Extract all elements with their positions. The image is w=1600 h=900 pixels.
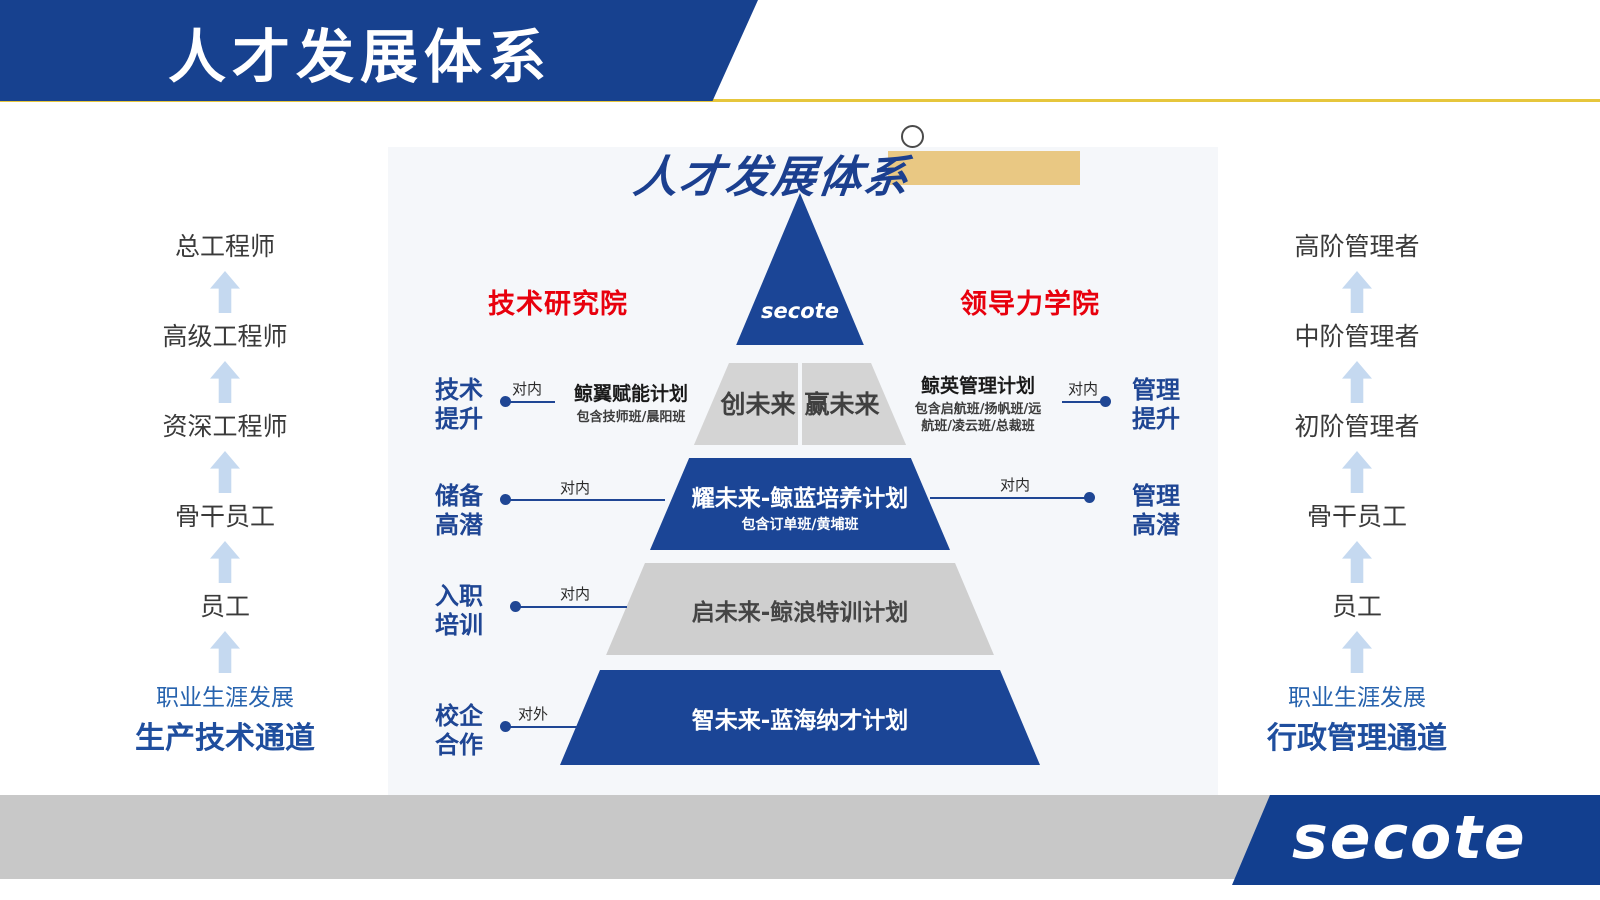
annotation-label-onboarding: 入职 培训 [435,582,483,639]
ladder-step: 骨干员工 [1306,502,1407,531]
pyramid-tier-5 [560,670,1040,765]
ladder-step: 高级工程师 [162,322,288,351]
tier-2-left-label: 创未来 [720,390,796,419]
connector-line [930,497,1088,499]
direction-label: 对内 [1068,380,1099,398]
program-title: 鲸英管理计划 [920,375,1035,397]
pyramid-tier-4 [606,563,994,655]
diagram-title: 人才发展体系 [630,152,914,203]
connector-line [505,726,577,728]
annotation-label-mgmt-upgrade: 管理 提升 [1132,376,1180,433]
ladder-step: 初阶管理者 [1294,412,1420,441]
up-arrow-icon [210,451,240,493]
up-arrow-icon [1342,631,1372,673]
direction-label: 对内 [1000,476,1031,494]
ladder-caption: 职业生涯发展 [156,685,294,711]
left-institute-label: 技术研究院 [488,289,628,320]
up-arrow-icon [1342,541,1372,583]
title-highlight [888,151,1080,185]
ladder-channel: 生产技术通道 [135,721,315,756]
ladder-step: 骨干员工 [174,502,275,531]
gold-divider-line [0,99,1600,102]
direction-label: 对内 [560,479,591,497]
left-career-ladder: 总工程师 高级工程师 资深工程师 骨干员工 员工 职业生涯发展 生产技术通道 [110,232,340,757]
tier-3-title: 耀未来-鲸蓝培养计划 [691,486,909,512]
direction-label: 对内 [560,585,591,603]
up-arrow-icon [210,271,240,313]
right-career-ladder: 高阶管理者 中阶管理者 初阶管理者 骨干员工 员工 职业生涯发展 行政管理通道 [1242,232,1472,757]
ladder-step: 员工 [1331,592,1382,621]
connector-line [515,606,627,608]
program-block-right: 鲸英管理计划 包含启航班/扬帆班/远 航班/凌云班/总裁班 [898,371,1058,435]
page-title: 人才发展体系 [168,23,553,91]
annotation-label-reserve: 储备 高潜 [435,482,483,539]
program-title: 鲸翼赋能计划 [573,383,688,405]
tier-2-right-label: 赢未来 [804,390,880,419]
up-arrow-icon [1342,271,1372,313]
ladder-step: 高阶管理者 [1294,232,1420,261]
up-arrow-icon [1342,451,1372,493]
connector-line [505,499,665,501]
up-arrow-icon [1342,361,1372,403]
up-arrow-icon [210,631,240,673]
connector-line [1062,401,1104,403]
direction-label: 对内 [512,380,543,398]
header-banner: 人才发展体系 [0,0,758,101]
ladder-caption: 职业生涯发展 [1288,685,1426,711]
company-logo: secote [1292,803,1527,873]
connector-dot [1084,492,1095,503]
tier-5-title: 智未来-蓝海纳才计划 [691,708,909,734]
program-detail: 包含启航班/扬帆班/远 航班/凌云班/总裁班 [914,402,1042,434]
program-detail: 包含技师班/晨阳班 [576,410,686,425]
tier-2-divider [798,363,802,445]
ladder-channel: 行政管理通道 [1267,721,1447,756]
direction-label: 对外 [518,705,549,723]
ladder-step: 员工 [199,592,250,621]
tier-4-title: 启未来-鲸浪特训计划 [691,600,909,626]
annotation-label-mgmt-potential: 管理 高潜 [1132,482,1180,539]
footer-logo-banner: secote [1232,795,1600,885]
up-arrow-icon [210,361,240,403]
pyramid-tier-3 [650,458,950,550]
ladder-step: 资深工程师 [162,412,288,441]
connector-line [505,401,555,403]
talent-pyramid: secote 创未来 赢未来 耀未来-鲸蓝培养计划 包含订单班/黄埔班 启未来-… [560,193,1040,768]
annotation-label-school-coop: 校企 合作 [435,702,483,759]
ladder-step: 总工程师 [174,232,275,261]
circle-annotation-icon [901,125,924,148]
pyramid-logo: secote [761,299,839,323]
program-block-left: 鲸翼赋能计划 包含技师班/晨阳班 [552,379,710,426]
annotation-label-tech-upgrade: 技术 提升 [435,376,483,433]
ladder-step: 中阶管理者 [1294,322,1420,351]
up-arrow-icon [210,541,240,583]
connector-dot [1100,396,1111,407]
right-institute-label: 领导力学院 [960,289,1100,320]
tier-3-subtitle: 包含订单班/黄埔班 [741,517,859,533]
